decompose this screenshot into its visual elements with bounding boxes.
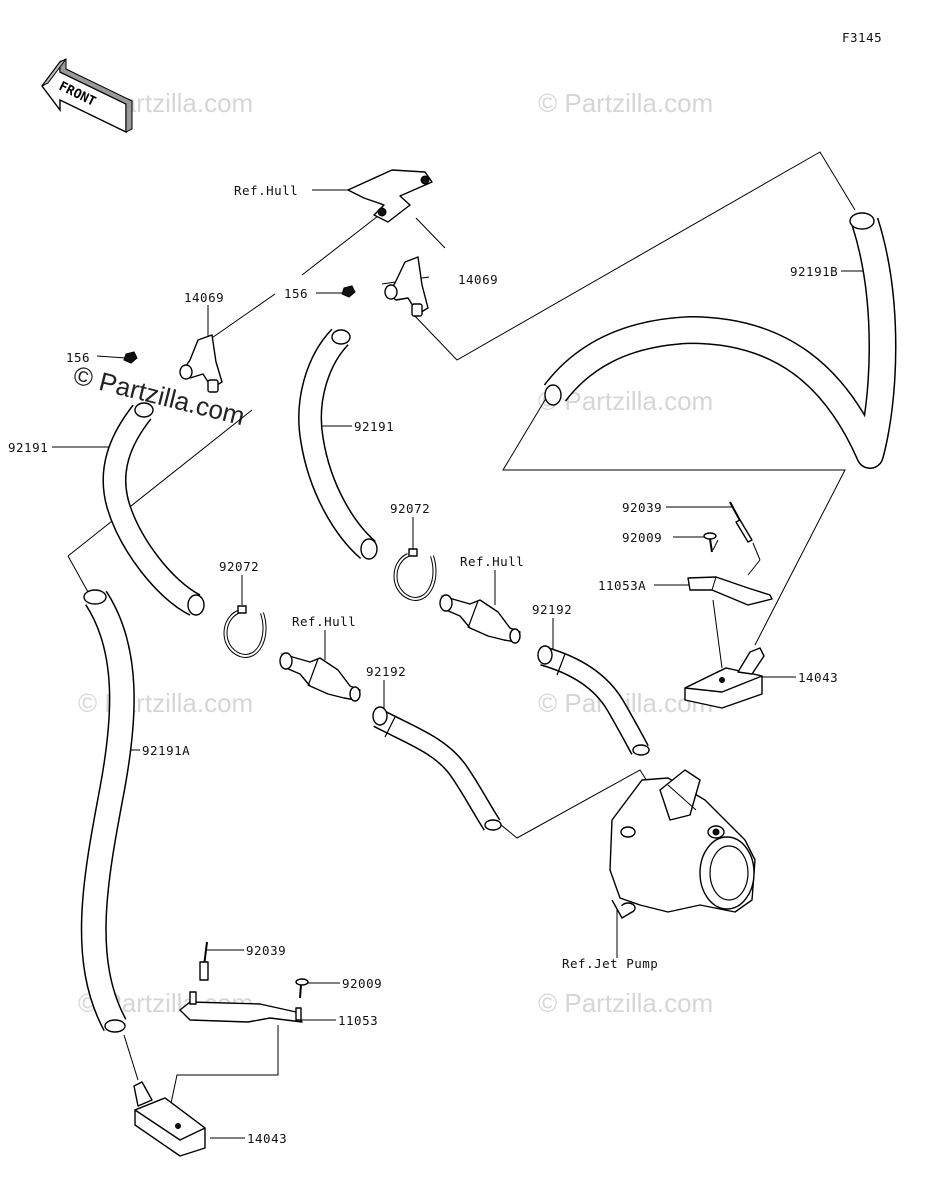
label-92039-right: 92039: [622, 500, 662, 515]
hose-end: [632, 744, 650, 756]
bracket-11053: [179, 991, 303, 1023]
screw-92009-right-icon: [703, 532, 717, 553]
hull-bracket: [347, 169, 433, 223]
bracket-11053a: [687, 576, 773, 606]
label-14069-right: 14069: [458, 272, 498, 287]
jet-pump: [609, 769, 756, 919]
label-92192-left: 92192: [366, 664, 406, 679]
label-14069-left: 14069: [184, 290, 224, 305]
bolt-156-right-icon: [341, 285, 356, 298]
label-92072-left: 92072: [219, 559, 259, 574]
callout-labels: Ref.Hull 14069 156 14069 156 92191 92191…: [8, 183, 838, 1146]
watermark-dark: © Partzilla.com: [71, 360, 248, 431]
label-92191-left: 92191: [8, 440, 48, 455]
leader-lines: [52, 151, 880, 1139]
label-92191b: 92191B: [790, 264, 838, 279]
pin-92039-bottom-icon: [199, 941, 209, 981]
label-14043-bottom: 14043: [247, 1131, 287, 1146]
watermark: © Partzilla.com: [538, 88, 713, 118]
label-92191a: 92191A: [142, 743, 190, 758]
hose-end: [134, 402, 154, 418]
label-ref-hull-left: Ref.Hull: [292, 614, 356, 629]
hose-end: [372, 706, 388, 726]
label-92191-mid: 92191: [354, 419, 394, 434]
hose-end: [104, 1019, 126, 1033]
hose-end: [484, 819, 502, 831]
hose-end: [331, 329, 351, 345]
strainer-14043-bottom: [133, 1081, 206, 1157]
label-ref-hull-right: Ref.Hull: [460, 554, 524, 569]
front-arrow-icon: FRONT: [41, 58, 133, 134]
hose-end: [83, 589, 107, 605]
strainer-14043-right: [684, 647, 765, 709]
hull-fitting-left: [279, 652, 361, 702]
watermark: © Partzilla.com: [538, 988, 713, 1018]
label-ref-hull-top: Ref.Hull: [234, 183, 298, 198]
hose-end: [537, 645, 553, 665]
fitting-14069-right: [384, 256, 429, 317]
label-11053a: 11053A: [598, 578, 646, 593]
label-156-right: 156: [284, 286, 308, 301]
hose-end: [187, 594, 205, 616]
hose-end: [849, 212, 875, 230]
clamp-92072-left: [223, 605, 267, 658]
hose-end: [544, 384, 562, 406]
pin-92039-right-icon: [729, 501, 761, 576]
label-92009-right: 92009: [622, 530, 662, 545]
label-92192-right: 92192: [532, 602, 572, 617]
hull-fitting-right: [439, 594, 521, 644]
label-92039-bottom: 92039: [246, 943, 286, 958]
hoses: [80, 212, 897, 1033]
label-156-left: 156: [66, 350, 90, 365]
clamp-92072-right: [393, 548, 437, 601]
label-ref-jet-pump: Ref.Jet Pump: [562, 956, 658, 971]
screw-92009-bottom-icon: [295, 978, 309, 999]
label-11053: 11053: [338, 1013, 378, 1028]
label-14043-right: 14043: [798, 670, 838, 685]
watermark: © Partzilla.com: [78, 688, 253, 718]
fitting-14069-left: [179, 334, 223, 393]
hose-end: [360, 538, 378, 560]
bolt-156-left-icon: [123, 351, 138, 364]
label-92009-bottom: 92009: [342, 976, 382, 991]
diagram-code: F3145: [842, 30, 882, 45]
label-92072-right: 92072: [390, 501, 430, 516]
